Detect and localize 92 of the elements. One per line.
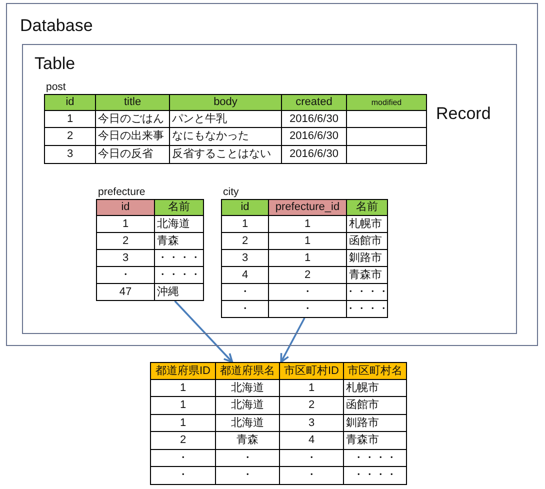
column-header: prefecture_id [269, 199, 347, 216]
data-cell: 今日の出来事 [96, 128, 170, 146]
column-header: 市区町村ID [280, 362, 344, 380]
data-cell: 函館市 [344, 397, 407, 415]
data-cell: 1 [269, 250, 347, 267]
data-cell: 3 [280, 415, 344, 432]
data-cell: 2 [269, 267, 347, 284]
data-cell: 1 [150, 397, 216, 415]
column-header: created [282, 94, 347, 111]
data-cell: 北海道 [216, 380, 280, 397]
data-cell: 沖縄 [155, 284, 204, 301]
data-cell: 2 [96, 233, 155, 250]
data-cell: 2016/6/30 [282, 111, 347, 128]
container-box [6, 3, 538, 346]
data-cell: ・・・・ [155, 250, 204, 267]
column-header: 市区町村名 [344, 362, 407, 380]
data-cell: 2 [280, 397, 344, 415]
data-cell: 釧路市 [344, 415, 407, 432]
data-cell: ・・・・ [344, 467, 407, 485]
data-cell: 3 [221, 250, 269, 267]
data-cell: ・ [280, 450, 344, 467]
data-cell: 今日の反省 [96, 146, 170, 164]
data-cell: 2 [150, 432, 216, 450]
arrow [174, 300, 234, 363]
column-header: 都道府県ID [150, 362, 216, 380]
data-cell: 青森市 [347, 267, 388, 284]
table-name: city [223, 185, 239, 199]
section-title: Database [20, 16, 93, 36]
data-cell: ・ [216, 450, 280, 467]
data-table [150, 362, 407, 485]
data-cell: 1 [221, 216, 269, 233]
arrow [280, 318, 306, 363]
data-cell: 2016/6/30 [282, 146, 347, 164]
data-cell: 4 [280, 432, 344, 450]
column-header: 都道府県名 [216, 362, 280, 380]
data-cell: 4 [221, 267, 269, 284]
data-cell: 47 [96, 284, 155, 301]
data-cell: 3 [44, 146, 96, 164]
data-cell: 北海道 [216, 397, 280, 415]
container-box [22, 44, 516, 334]
data-cell: ・ [150, 467, 216, 485]
data-cell: ・ [216, 467, 280, 485]
data-cell: 函館市 [347, 233, 388, 250]
data-cell: 青森 [155, 233, 204, 250]
column-header: id [221, 199, 269, 216]
data-table [221, 185, 388, 318]
data-cell: 北海道 [155, 216, 204, 233]
data-cell: 反省することはない [170, 146, 282, 164]
data-cell: 青森 [216, 432, 280, 450]
data-cell: ・・・・ [347, 301, 388, 318]
column-header: id [96, 199, 155, 216]
data-cell: 1 [150, 380, 216, 397]
data-cell: 2016/6/30 [282, 128, 347, 146]
data-cell: ・ [280, 467, 344, 485]
column-header: modified [347, 94, 427, 111]
data-cell: 1 [44, 111, 96, 128]
data-cell: ・ [269, 284, 347, 301]
data-table [44, 80, 427, 164]
table-name: post [46, 80, 66, 94]
data-cell: ・ [221, 301, 269, 318]
data-cell: 札幌市 [347, 216, 388, 233]
data-cell: 1 [280, 380, 344, 397]
column-header: id [44, 94, 96, 111]
data-cell: なにもなかった [170, 128, 282, 146]
data-cell: 北海道 [216, 415, 280, 432]
data-cell: 札幌市 [344, 380, 407, 397]
data-cell: 2 [44, 128, 96, 146]
data-cell: 3 [96, 250, 155, 267]
table-name: prefecture [98, 185, 146, 199]
column-header: 名前 [155, 199, 204, 216]
data-cell: 2 [221, 233, 269, 250]
column-header: body [170, 94, 282, 111]
data-cell: 1 [269, 233, 347, 250]
data-cell: 今日のごはん [96, 111, 170, 128]
data-cell: ・・・・ [344, 450, 407, 467]
column-header: title [96, 94, 170, 111]
data-cell: 青森市 [344, 432, 407, 450]
data-cell: ・ [221, 284, 269, 301]
data-cell: ・ [96, 267, 155, 284]
data-cell: 1 [150, 415, 216, 432]
data-table [96, 185, 204, 301]
row-label: Record [436, 104, 491, 124]
data-cell: 1 [96, 216, 155, 233]
data-cell: ・ [150, 450, 216, 467]
data-cell: ・ [269, 301, 347, 318]
data-cell: 1 [269, 216, 347, 233]
data-cell: ・・・・ [347, 284, 388, 301]
data-cell: パンと牛乳 [170, 111, 282, 128]
data-cell: ・・・・ [155, 267, 204, 284]
section-title: Table [34, 54, 76, 74]
column-header: 名前 [347, 199, 388, 216]
data-cell: 釧路市 [347, 250, 388, 267]
